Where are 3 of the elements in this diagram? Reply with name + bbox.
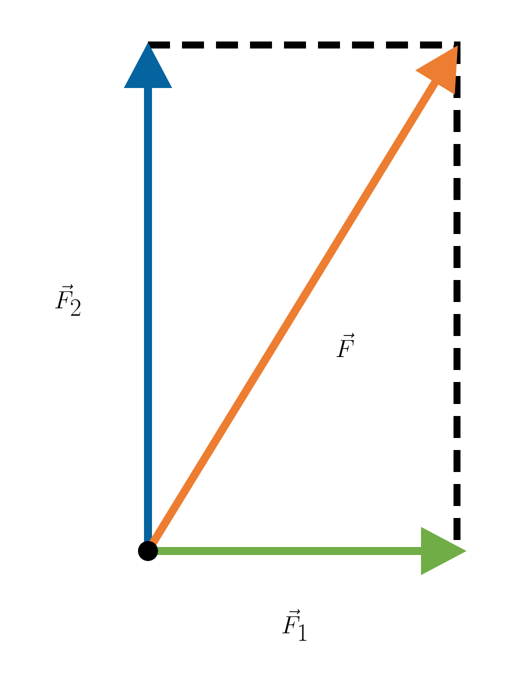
vector-label: $\vec{F}_1$ [282, 609, 306, 641]
vector-label: $\vec{F}$ [336, 332, 354, 357]
vector-label: $\vec{F}_2$ [55, 284, 80, 316]
